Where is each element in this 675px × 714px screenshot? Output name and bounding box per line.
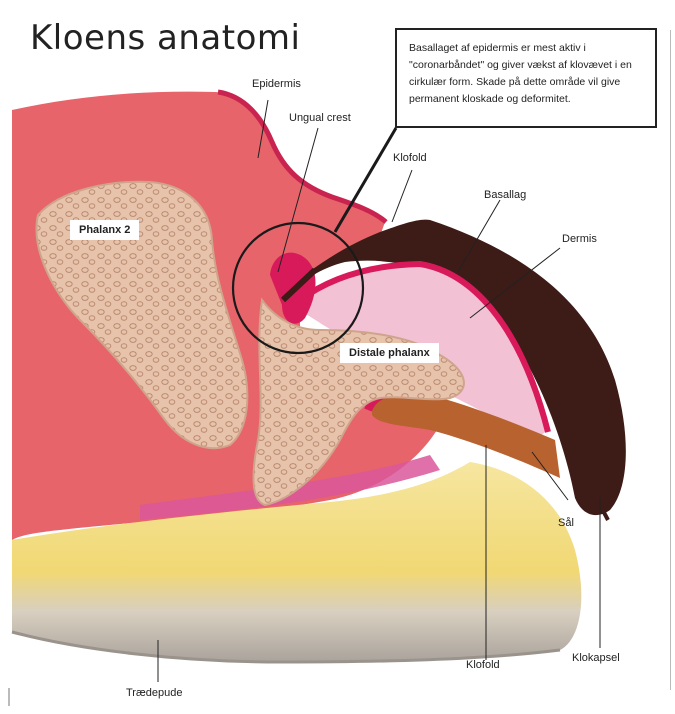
label-phalanx-2: Phalanx 2 [70, 220, 139, 240]
label-distale-phalanx: Distale phalanx [340, 343, 439, 363]
label-klofold-bottom: Klofold [466, 659, 500, 671]
page-title: Kloens anatomi [30, 18, 300, 58]
label-klofold-top: Klofold [393, 152, 427, 164]
label-basallag: Basallag [484, 189, 526, 201]
frame-line-bottom [8, 688, 10, 706]
label-sal: Sål [558, 517, 574, 529]
label-klokapsel: Klokapsel [572, 652, 620, 664]
frame-line-right [670, 30, 671, 690]
label-dermis: Dermis [562, 233, 597, 245]
label-traedepude: Trædepude [126, 687, 182, 699]
label-ungual-crest: Ungual crest [289, 112, 351, 124]
label-epidermis: Epidermis [252, 78, 301, 90]
info-note-box: Basallaget af epidermis er mest aktiv i … [395, 28, 657, 128]
